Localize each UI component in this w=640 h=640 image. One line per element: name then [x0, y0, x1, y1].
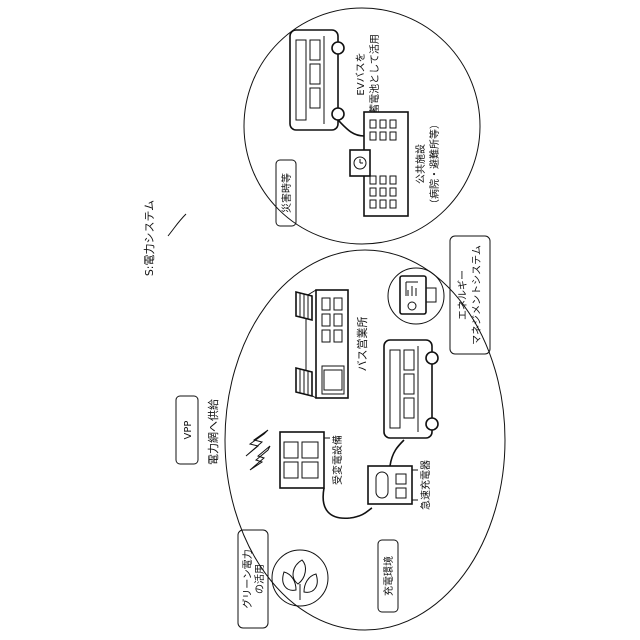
leaf-icon [272, 550, 328, 606]
substation-icon [280, 432, 330, 488]
vpp-supply-label: 電力網へ供給 [206, 399, 220, 465]
ev-bus-battery-label-line1: EVバスを [355, 52, 367, 95]
ev-bus-icon [384, 340, 438, 438]
green-power-label-line1: グリーン電力 [241, 549, 254, 609]
charging-env-group: 充電環境 [378, 540, 398, 612]
substation-charger-cable [323, 488, 372, 518]
system-label: S:電力システム [143, 200, 156, 276]
disaster-area-circle [244, 8, 480, 244]
public-facility-group: 公共施設 （病院・避難所等） [350, 112, 441, 216]
power-supply-bolts [246, 430, 270, 470]
bus-office-label: バス営業所 [355, 317, 369, 372]
bus-facility-cable [338, 120, 364, 136]
charging-env-label: 充電環境 [382, 556, 395, 596]
fast-charger-icon [368, 466, 418, 504]
disaster-label: 災害時等 [280, 173, 293, 213]
fast-charger-label: 急速充電器 [419, 460, 432, 510]
substation-label: 受変電設備 [331, 435, 344, 485]
system-label-leader [168, 214, 186, 236]
solar-panel-icon [296, 292, 312, 396]
ems-label-line1: エネルギー [457, 270, 469, 320]
public-facility-label-line1: 公共施設 [414, 144, 427, 184]
public-facility-label-line2: （病院・避難所等） [428, 119, 441, 209]
green-power-group: グリーン電力 の活用 [238, 530, 268, 628]
bus-office-group: バス営業所 [296, 290, 369, 398]
clock-tower-icon [350, 150, 370, 176]
green-power-label-line2: の活用 [254, 564, 266, 594]
ems-label-line2: マネジメントシステム [471, 245, 483, 345]
fast-charger-group: 急速充電器 [368, 460, 432, 510]
substation-group: 受変電設備 [280, 432, 344, 488]
ev-bus-battery-label-line2: 蓄電池として活用 [368, 34, 381, 114]
ems-monitor-icon [388, 268, 444, 324]
vpp-label: VPP [183, 421, 194, 440]
disaster-ev-bus-icon [290, 30, 344, 130]
charger-bus-cable [390, 440, 404, 466]
vpp-group: VPP 電力網へ供給 [176, 396, 220, 465]
system-label-group: S:電力システム [143, 200, 186, 276]
